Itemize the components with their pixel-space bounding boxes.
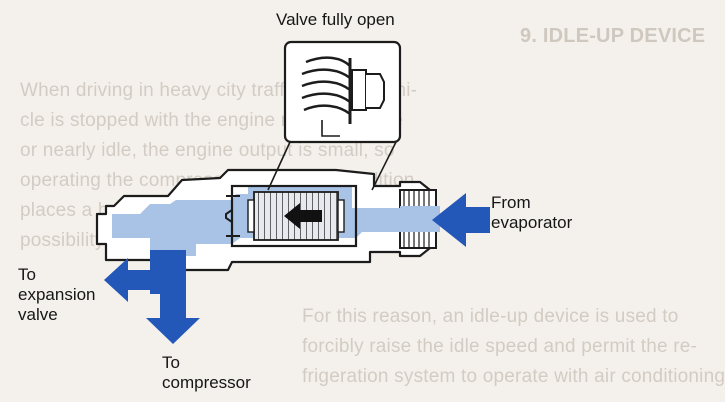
flow-arrow-icon	[432, 193, 490, 247]
background-line: For this reason, an idle-up device is us…	[302, 306, 679, 327]
outlet-pipe	[150, 250, 160, 294]
from-evaporator-label: From evaporator	[491, 193, 573, 232]
valve-detail-callout	[283, 40, 402, 144]
diagram-page: 9. IDLE-UP DEVICE When driving in heavy …	[18, 10, 725, 392]
flow-arrow-icon	[104, 258, 150, 302]
valve-stem	[225, 209, 233, 223]
to-expansion-valve-label: To expansion valve	[18, 265, 96, 324]
to-compressor-label: To compressor	[162, 353, 251, 392]
idle-up-valve-diagram	[95, 40, 490, 344]
callout-line	[267, 141, 291, 191]
background-paragraph-2: For this reason, an idle-up device is us…	[302, 302, 725, 392]
background-line: or nearly idle, the engine output is sma…	[20, 140, 395, 161]
valve-open-arrow-icon	[284, 203, 322, 229]
background-line: frigeration system to operate with air c…	[302, 366, 725, 387]
flow-arrow-icon	[146, 250, 200, 344]
background-heading: 9. IDLE-UP DEVICE	[520, 25, 706, 47]
callout-line	[371, 141, 397, 191]
valve-state-label: Valve fully open	[276, 10, 395, 29]
inlet-passage	[400, 206, 440, 232]
background-line: forcibly raise the idle speed and permit…	[302, 336, 698, 357]
bellows-chamber	[230, 184, 358, 248]
